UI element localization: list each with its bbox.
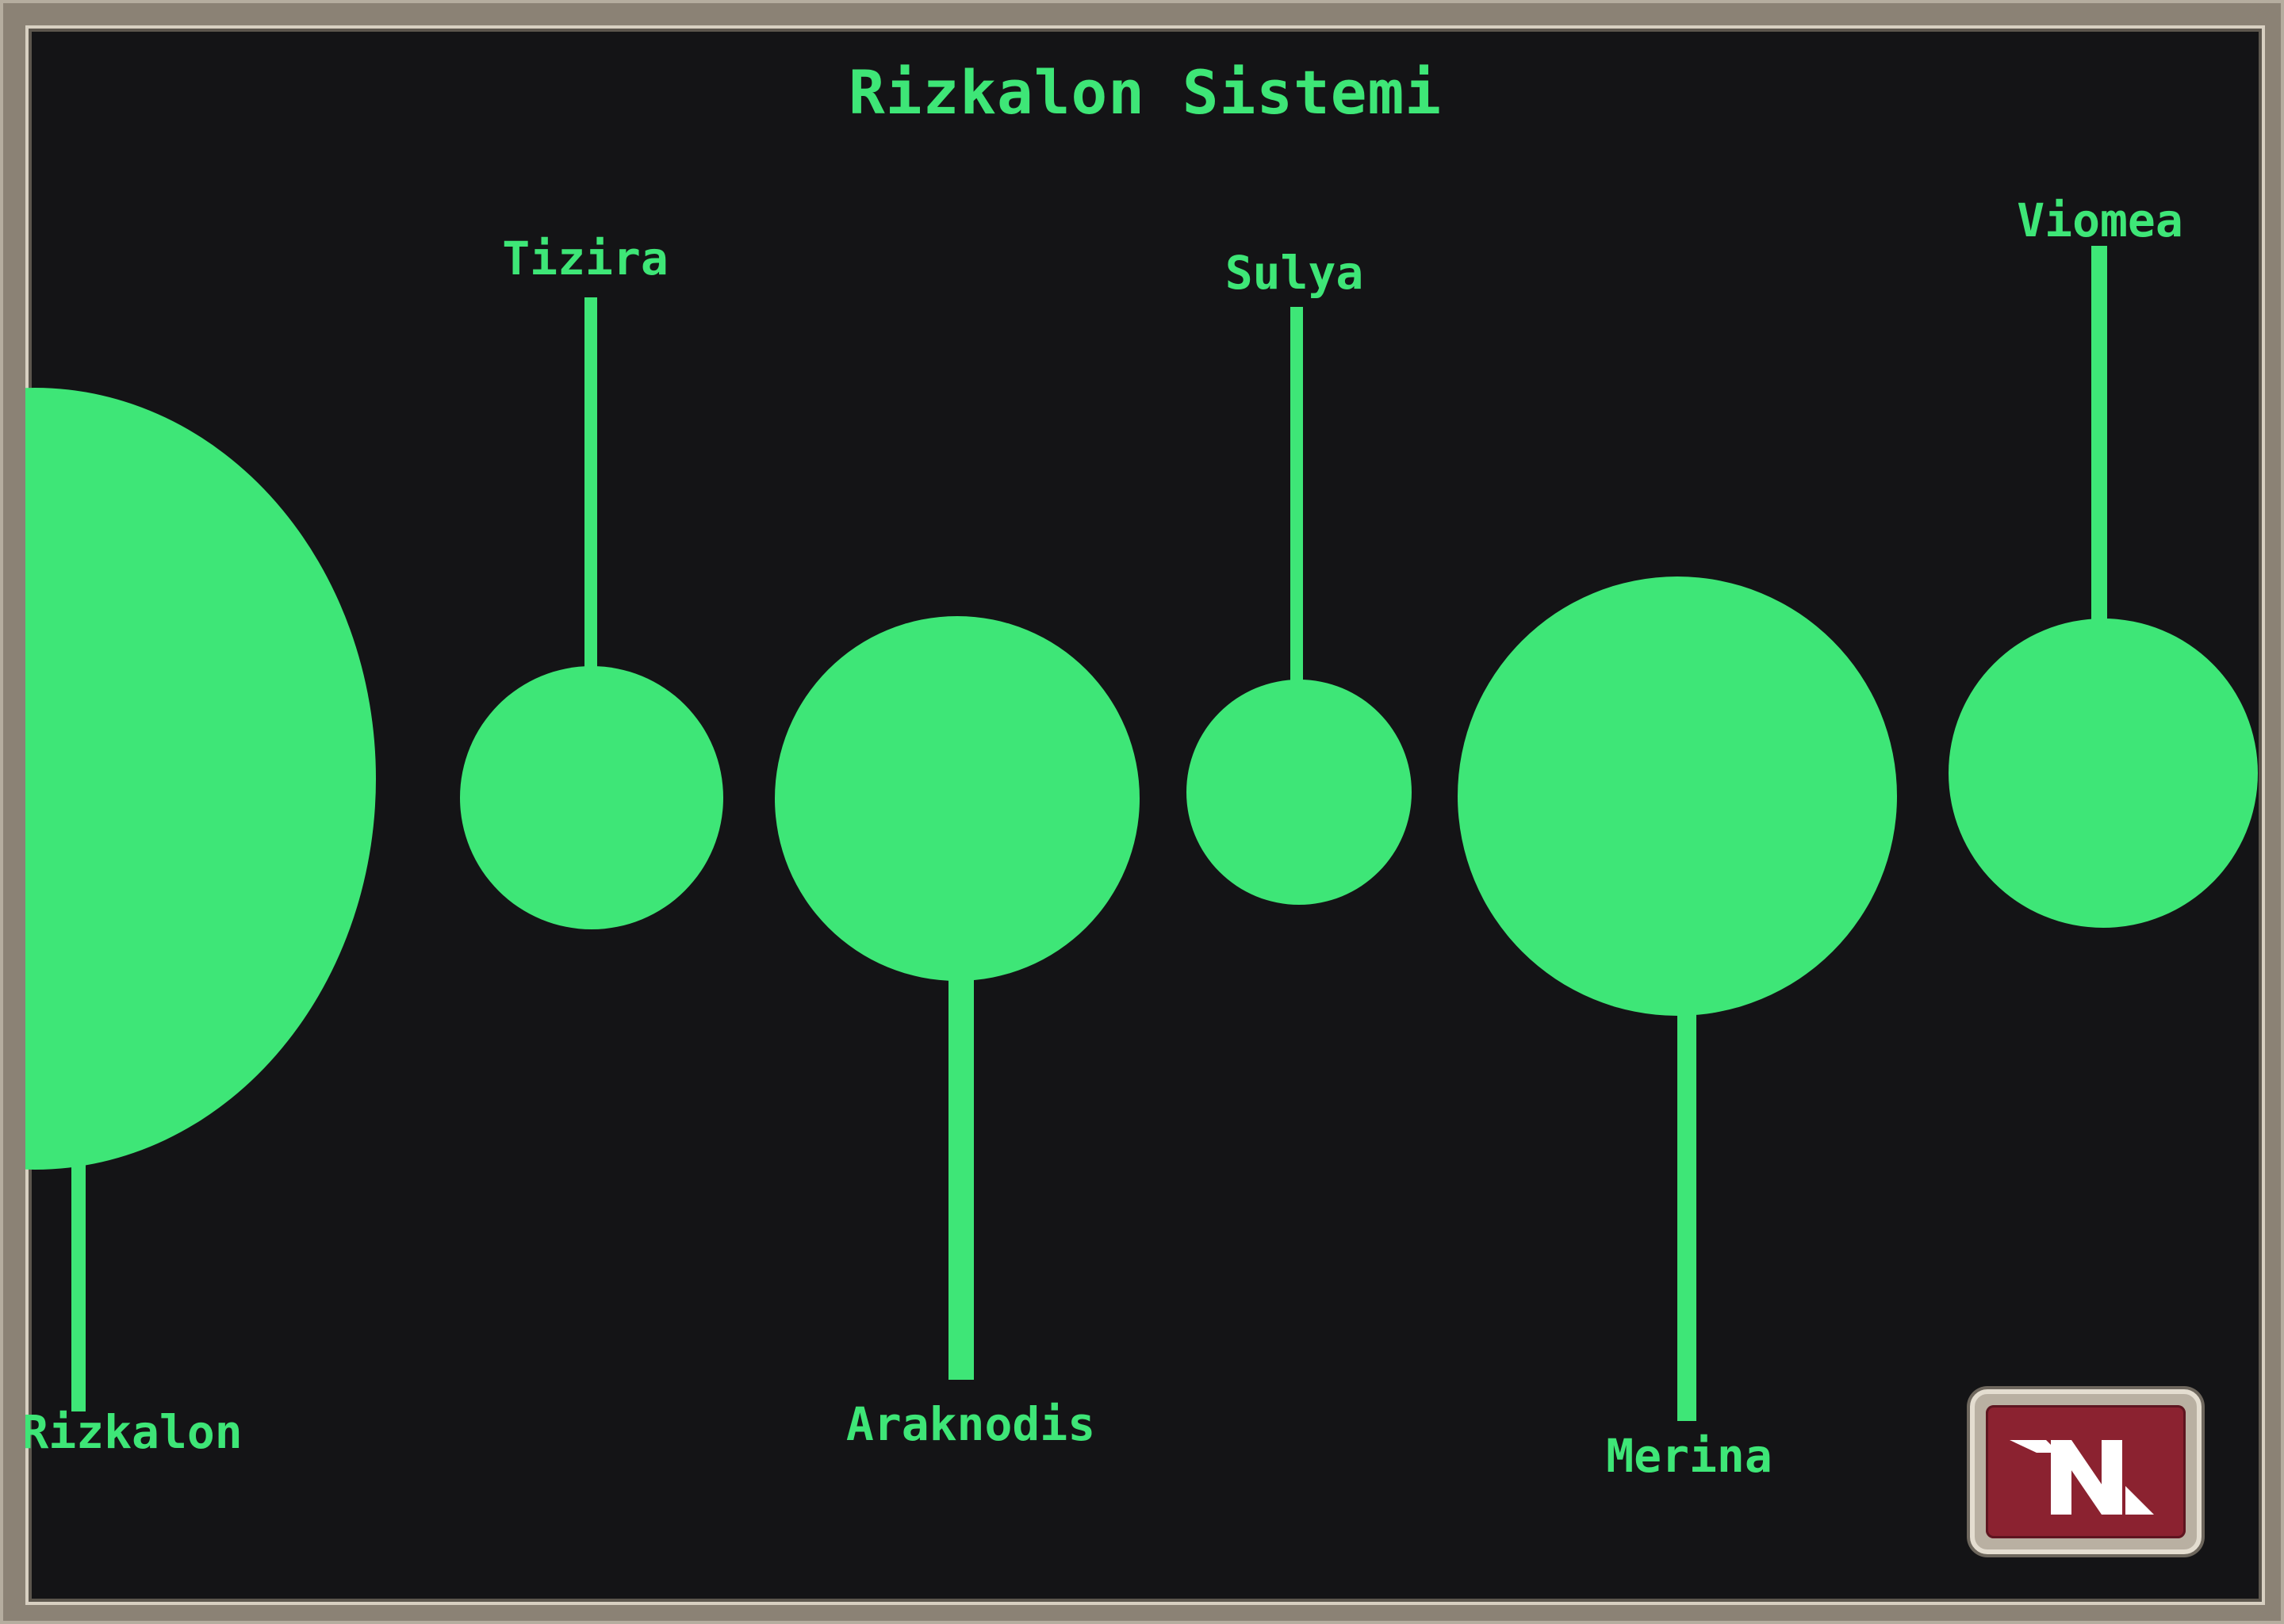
label-araknodis: Araknodis (845, 1397, 1096, 1451)
stem-viomea (2091, 246, 2107, 646)
body-rizkalon (25, 388, 376, 1170)
stem-sulya (1290, 307, 1303, 688)
body-viomea (1949, 619, 2258, 928)
diagram-canvas: Rizkalon Sistemi (25, 25, 2265, 1605)
system-diagram (25, 246, 2258, 1421)
body-sulya (1186, 680, 1412, 905)
logo-badge (1970, 1389, 2202, 1554)
stem-rizkalon (71, 1159, 86, 1411)
label-tizira: Tizira (502, 232, 669, 285)
label-viomea: Viomea (2017, 193, 2183, 247)
label-rizkalon: Rizkalon (25, 1405, 243, 1459)
logo-plate (1986, 1405, 2186, 1538)
label-sulya: Sulya (1224, 246, 1364, 300)
page-title: Rizkalon Sistemi (848, 57, 1443, 128)
stem-araknodis (948, 973, 974, 1380)
n-logo-icon (2010, 1440, 2154, 1515)
stem-merina (1677, 1009, 1696, 1421)
label-merina: Merina (1606, 1429, 1772, 1483)
body-merina (1458, 576, 1897, 1016)
body-tizira (460, 666, 723, 929)
stem-tizira (584, 297, 597, 686)
body-araknodis (775, 616, 1140, 981)
